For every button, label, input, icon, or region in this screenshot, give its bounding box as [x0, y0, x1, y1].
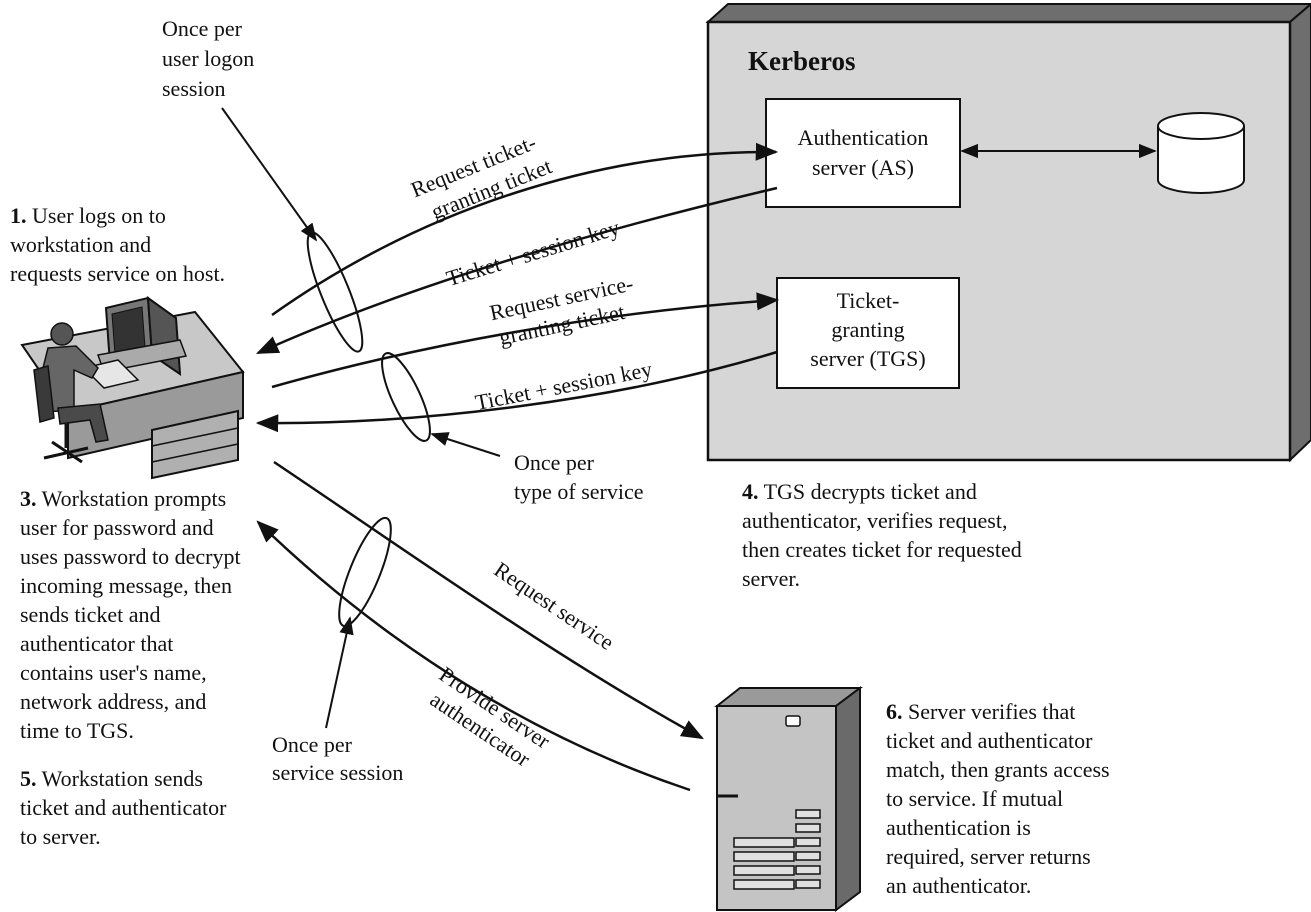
- svg-text:4. TGS decrypts ticket and: 4. TGS decrypts ticket and: [742, 479, 977, 504]
- svg-text:to service. If mutual: to service. If mutual: [886, 786, 1063, 811]
- svg-text:to server.: to server.: [20, 824, 101, 849]
- svg-text:6. Server verifies that: 6. Server verifies that: [886, 699, 1075, 724]
- arrow-request-sgt: [271, 292, 780, 389]
- label-request-service: Request service: [490, 557, 619, 655]
- step-6-text: 6. Server verifies that ticket and authe…: [886, 699, 1110, 898]
- svg-text:authentication is: authentication is: [886, 815, 1031, 840]
- svg-text:workstation and: workstation and: [10, 232, 151, 257]
- arrow-provide-authenticator: [256, 520, 691, 792]
- svg-text:required, server returns: required, server returns: [886, 844, 1091, 869]
- svg-text:type of service: type of service: [514, 479, 644, 504]
- as-label-line1: Authentication: [798, 125, 929, 150]
- tgs-label-line3: server (TGS): [810, 346, 925, 371]
- service-type-note-pointer: [430, 432, 501, 457]
- arrow-ticket-session-key-1: [255, 186, 778, 355]
- logon-note-pointer: [221, 107, 318, 242]
- svg-text:contains user's name,: contains user's name,: [20, 660, 207, 685]
- svg-text:Once per: Once per: [162, 16, 243, 41]
- svg-text:Once per: Once per: [514, 450, 595, 475]
- note-service-type: Once per type of service: [514, 450, 644, 504]
- step-3-text: 3. Workstation prompts user for password…: [20, 486, 241, 743]
- step-1-text: 1. User logs on to workstation and reque…: [10, 203, 225, 286]
- svg-text:incoming message, then: incoming message, then: [20, 573, 232, 598]
- svg-text:sends ticket and: sends ticket and: [20, 602, 161, 627]
- label-ticket-session-key-2: Ticket + session key: [473, 356, 654, 415]
- workstation-user-icon: [20, 295, 245, 480]
- svg-text:5. Workstation sends: 5. Workstation sends: [20, 766, 203, 791]
- step-5-text: 5. Workstation sends ticket and authenti…: [20, 766, 227, 849]
- svg-text:an authenticator.: an authenticator.: [886, 873, 1031, 898]
- svg-text:authenticator that: authenticator that: [20, 631, 173, 656]
- svg-text:network address, and: network address, and: [20, 689, 206, 714]
- svg-text:server.: server.: [742, 566, 800, 591]
- svg-text:Once per: Once per: [272, 732, 353, 757]
- service-session-note-pointer: [325, 616, 354, 729]
- svg-text:ticket and authenticator: ticket and authenticator: [886, 728, 1093, 753]
- note-logon-session: Once per user logon session: [162, 16, 254, 101]
- logon-session-ellipse: [306, 231, 364, 353]
- as-label-line2: server (AS): [812, 155, 914, 180]
- svg-text:time to TGS.: time to TGS.: [20, 718, 134, 743]
- note-service-session: Once per service session: [272, 732, 403, 785]
- svg-text:ticket and authenticator: ticket and authenticator: [20, 795, 227, 820]
- server-drive-bays: [733, 809, 821, 890]
- tgs-box: Ticket- granting server (TGS): [776, 277, 960, 389]
- database-cylinder-icon: [1157, 112, 1245, 194]
- server-tower-icon: [714, 686, 863, 912]
- svg-text:uses password to decrypt: uses password to decrypt: [20, 544, 241, 569]
- service-type-ellipse: [381, 352, 431, 442]
- authentication-server-box: Authentication server (AS): [765, 98, 961, 208]
- arrow-ticket-session-key-2: [255, 350, 778, 433]
- arrow-request-tgt: [271, 142, 779, 317]
- svg-text:requests service on host.: requests service on host.: [10, 261, 225, 286]
- tgs-label-line2: granting: [831, 317, 904, 342]
- svg-text:3. Workstation prompts: 3. Workstation prompts: [20, 486, 226, 511]
- kerberos-domain: Kerberos: [705, 2, 1311, 463]
- svg-text:service session: service session: [272, 760, 403, 785]
- step-4-text: 4. TGS decrypts ticket and authenticator…: [742, 479, 1022, 591]
- tgs-label-line1: Ticket-: [837, 288, 900, 313]
- svg-text:match, then grants access: match, then grants access: [886, 757, 1110, 782]
- kerberos-title: Kerberos: [748, 46, 855, 76]
- svg-text:1. User logs on to: 1. User logs on to: [10, 203, 166, 228]
- svg-text:user for password and: user for password and: [20, 515, 214, 540]
- svg-text:then creates ticket for reques: then creates ticket for requested: [742, 537, 1022, 562]
- arrow-request-service: [273, 460, 704, 740]
- svg-text:user logon: user logon: [162, 46, 254, 71]
- svg-text:authenticator, verifies reques: authenticator, verifies request,: [742, 508, 1007, 533]
- svg-text:session: session: [162, 76, 226, 101]
